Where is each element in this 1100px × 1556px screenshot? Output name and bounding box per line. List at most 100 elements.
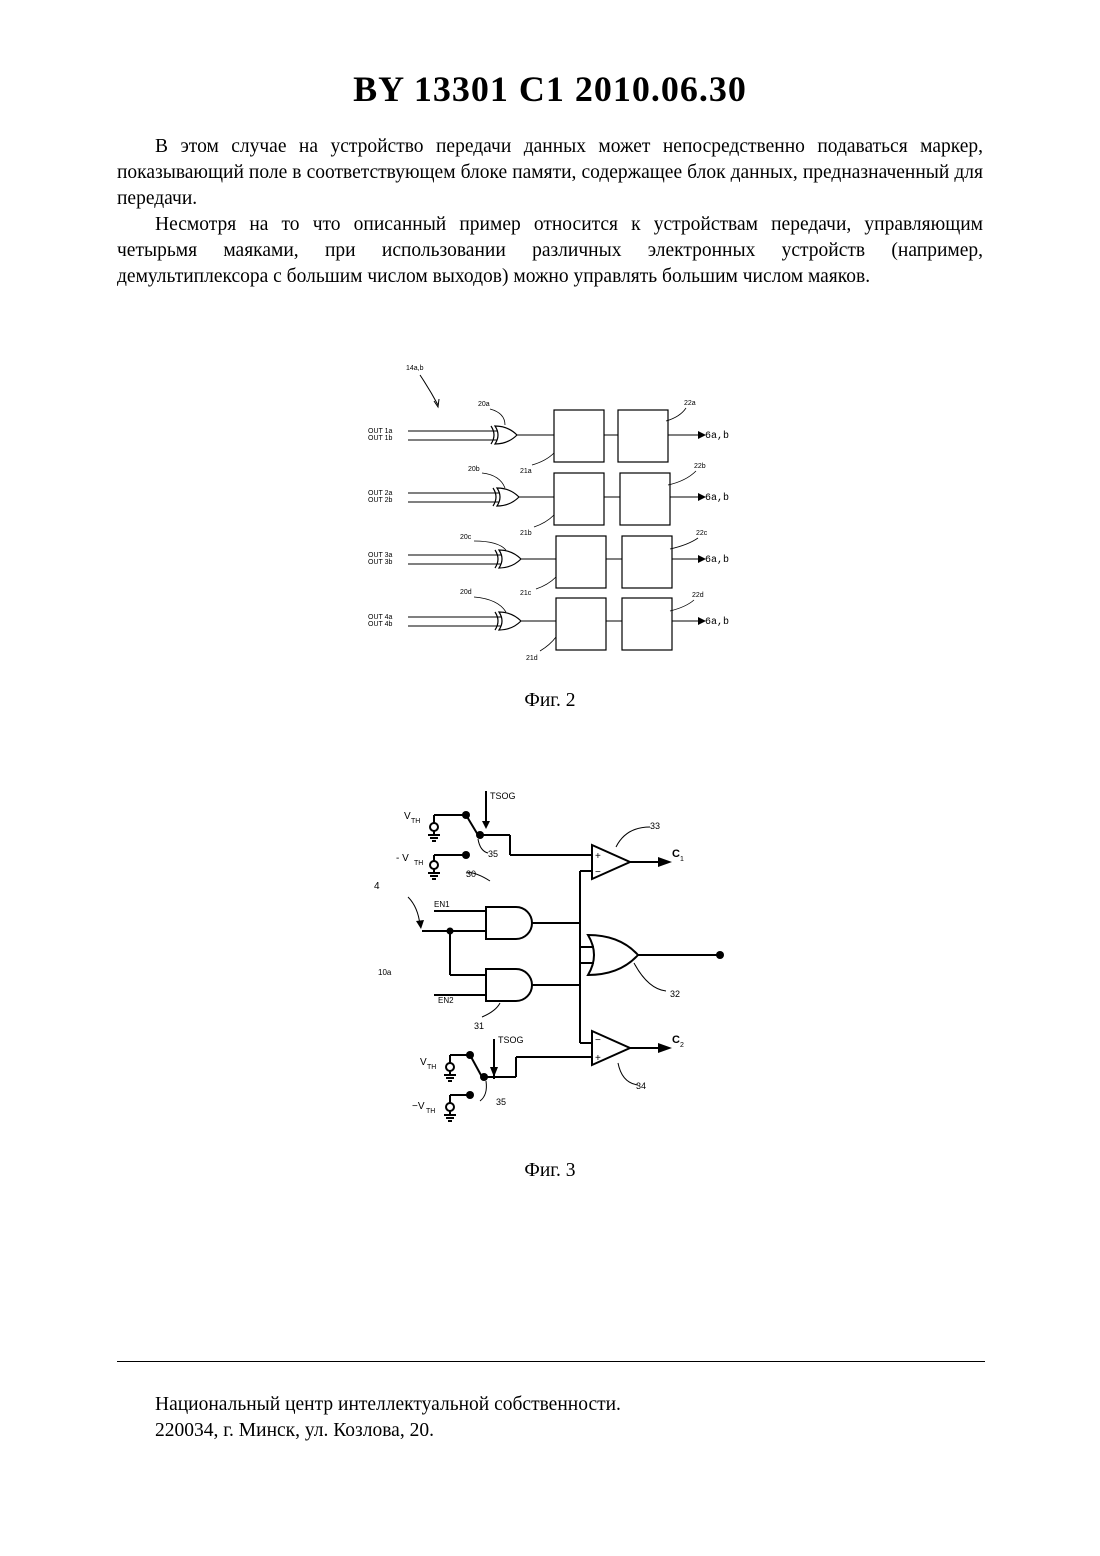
c2-sub: 2 — [680, 1042, 684, 1049]
vth-top-source — [430, 823, 438, 831]
row4-out-block-label: 22d — [692, 592, 704, 599]
row3-xor-arc — [495, 550, 498, 568]
fig2-row-3: OUT 3a OUT 3b 20c 21c 22c 6a,b — [368, 530, 729, 597]
comp-bottom-label: 34 — [636, 1081, 646, 1091]
row1-output: 6a,b — [705, 430, 729, 442]
nvth-top-sub: TH — [414, 860, 423, 867]
row2-block-21 — [554, 473, 604, 525]
row1-out-block-label: 22a — [684, 400, 696, 407]
row2-in-a: OUT 2a — [368, 490, 392, 497]
vth-bottom-label: V — [420, 1057, 427, 1068]
row2-in-b: OUT 2b — [368, 497, 392, 504]
comp-bottom-plus: + — [595, 1053, 601, 1064]
row1-block-22 — [618, 410, 668, 462]
row2-block-label: 21b — [520, 530, 532, 537]
row3-xor-gate — [499, 550, 521, 568]
tsog-bottom-label: TSOG — [498, 1035, 524, 1045]
and-gate-bottom — [486, 969, 532, 1001]
figure-2-diagram: 14a,b OUT 1a OUT 1b 20a 21a 22a 6a,b — [360, 355, 750, 665]
footer: Национальный центр интеллектуальной собс… — [155, 1392, 621, 1444]
switch-top-pivot — [476, 831, 484, 839]
group-arrow — [420, 375, 438, 405]
paragraph-1: В этом случае на устройство передачи дан… — [117, 134, 983, 212]
row4-block-21 — [556, 598, 606, 650]
footer-line-1: Национальный центр интеллектуальной собс… — [155, 1392, 621, 1418]
switch-top-leader — [478, 839, 488, 853]
row3-out-block-leader — [670, 538, 698, 549]
comp-bottom-minus: − — [595, 1035, 601, 1046]
comp-bottom-arrow — [658, 1043, 672, 1053]
row4-xor-arc — [495, 612, 498, 630]
nvth-bottom-sub: TH — [426, 1108, 435, 1115]
figure-3-diagram: TSOG V TH - V TH 35 33 + − C 1 30 4 EN1 … — [370, 785, 730, 1145]
row3-block-leader — [536, 577, 556, 589]
row2-xor-arc — [493, 488, 496, 506]
row4-in-a: OUT 4a — [368, 614, 392, 621]
row1-xor-arc — [491, 426, 494, 444]
comp-bottom-leader — [618, 1063, 638, 1085]
paragraph-2: Несмотря на то что описанный пример отно… — [117, 212, 983, 290]
or-label: 32 — [670, 989, 680, 999]
row1-xor-gate — [495, 426, 517, 444]
switch-bottom-contact-1 — [466, 1051, 474, 1059]
row2-block-22 — [620, 473, 670, 525]
footer-line-2: 220034, г. Минск, ул. Козлова, 20. — [155, 1418, 621, 1444]
and-bottom-label: 31 — [474, 1021, 484, 1031]
and-top-label: 30 — [466, 869, 476, 879]
row4-output: 6a,b — [705, 616, 729, 628]
comp-top-minus: − — [595, 867, 601, 878]
c1-label: C — [672, 848, 680, 860]
row4-block-leader — [540, 637, 556, 651]
row2-output: 6a,b — [705, 492, 729, 504]
input-junction — [447, 928, 454, 935]
row3-in-b: OUT 3b — [368, 559, 392, 566]
row4-out-block-leader — [670, 600, 694, 611]
c2-label: C — [672, 1034, 680, 1046]
row1-block-label: 21a — [520, 468, 532, 475]
row4-gate-leader — [474, 597, 506, 612]
fig2-row-2: OUT 2a OUT 2b 20b 21b 22b 6a,b — [368, 463, 729, 537]
row3-gate-leader — [474, 541, 506, 550]
row1-gate-label: 20a — [478, 401, 490, 408]
nvth-top-source — [430, 861, 438, 869]
row3-in-a: OUT 3a — [368, 552, 392, 559]
or-leader — [634, 963, 666, 991]
switch-bottom-contact-2 — [466, 1091, 474, 1099]
fig2-row-4: OUT 4a OUT 4b 20d 21d 22d 6a,b — [368, 589, 729, 662]
row4-block-label: 21d — [526, 655, 538, 662]
row2-gate-label: 20b — [468, 466, 480, 473]
figure-2-caption: Фиг. 2 — [0, 690, 1100, 712]
switch-bottom-pivot — [480, 1073, 488, 1081]
row2-block-leader — [534, 515, 554, 527]
vth-top-label: V — [404, 811, 411, 822]
group-label: 14a,b — [406, 365, 424, 372]
fig2-row-1: OUT 1a OUT 1b 20a 21a 22a 6a,b — [368, 400, 729, 475]
vth-top-sub: TH — [411, 818, 420, 825]
tsog-top-label: TSOG — [490, 791, 516, 801]
row1-gate-leader — [490, 409, 505, 425]
and-gate-top — [486, 907, 532, 939]
tsog-top-arrow — [482, 821, 490, 829]
row4-xor-gate — [499, 612, 521, 630]
row4-in-b: OUT 4b — [368, 621, 392, 628]
nvth-bottom-label: −V — [412, 1101, 425, 1112]
row3-gate-label: 20c — [460, 534, 472, 541]
input-label: 4 — [374, 881, 380, 892]
row1-out-block-leader — [666, 408, 686, 421]
or-gate — [588, 935, 638, 975]
vth-bottom-sub: TH — [427, 1064, 436, 1071]
switch-top-label: 35 — [488, 849, 498, 859]
row3-block-label: 21c — [520, 590, 532, 597]
row3-out-block-label: 22c — [696, 530, 708, 537]
and-bottom-leader — [482, 1003, 500, 1017]
input-line-label: 10a — [378, 968, 392, 977]
body-text: В этом случае на устройство передачи дан… — [117, 134, 983, 290]
comp-top-arrow — [658, 857, 672, 867]
row2-out-block-label: 22b — [694, 463, 706, 470]
or-output-terminal — [716, 951, 724, 959]
switch-top-contact-2 — [462, 851, 470, 859]
row3-output: 6a,b — [705, 554, 729, 566]
figure-3: TSOG V TH - V TH 35 33 + − C 1 30 4 EN1 … — [370, 785, 730, 1145]
page-title: BY 13301 C1 2010.06.30 — [0, 68, 1100, 110]
switch-bottom-label: 35 — [496, 1097, 506, 1107]
